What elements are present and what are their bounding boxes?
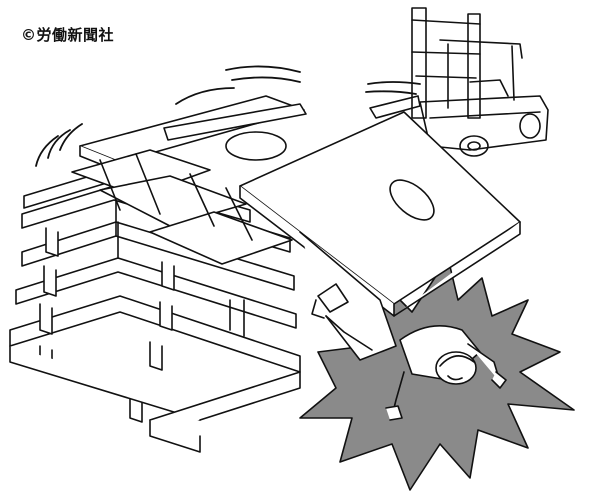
motion-lines-icon bbox=[35, 65, 421, 167]
falling-plate-icon bbox=[239, 111, 521, 361]
collapsing-pallets bbox=[71, 95, 307, 265]
fallen-worker-icon bbox=[311, 283, 507, 421]
copyright-text: ©労働新聞社 bbox=[21, 26, 115, 44]
pallet-stack-icon bbox=[9, 169, 301, 453]
